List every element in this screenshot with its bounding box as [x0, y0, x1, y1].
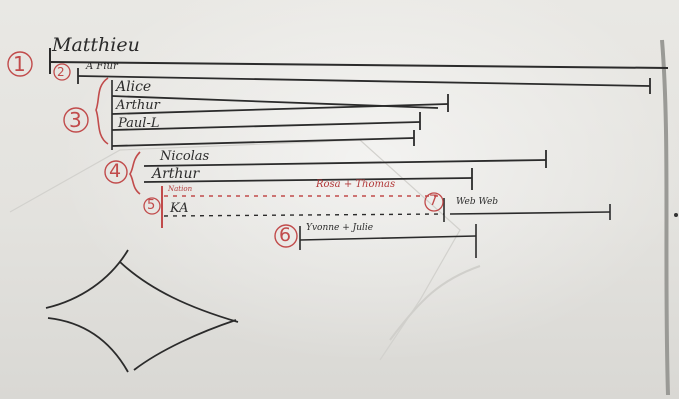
board-frame-edge — [660, 39, 670, 396]
circle-number-6 — [274, 224, 298, 248]
sketch-curve-top-left — [45, 249, 129, 309]
circle-number-5 — [143, 197, 161, 215]
label-arthur-group-3: Arthur — [116, 98, 160, 113]
bracket-group-3 — [95, 77, 109, 145]
frame-dot — [674, 213, 678, 217]
ghost-curve — [389, 265, 481, 341]
label-arthur-group-4: Arthur — [152, 166, 200, 182]
line-paul — [111, 121, 421, 131]
circle-number-3 — [63, 107, 89, 133]
line-web-web — [449, 211, 611, 215]
number-7: 7 — [429, 193, 438, 209]
label-yvonne-julie: Yvonne + Julie — [306, 223, 374, 233]
number-2: 2 — [57, 65, 65, 79]
circle-number-1 — [7, 51, 33, 77]
label-level-2: A Fiur — [86, 61, 118, 72]
bracket-group-4 — [129, 151, 141, 195]
line-arthur-group-3 — [111, 103, 449, 115]
ghost-lines — [9, 139, 461, 361]
number-3: 3 — [69, 108, 82, 132]
label-nation: Nation — [168, 185, 193, 193]
label-alice: Alice — [116, 79, 152, 95]
circle-number-2 — [53, 63, 71, 81]
number-5: 5 — [147, 198, 156, 213]
label-web-web: Web Web — [456, 197, 499, 207]
line-yvonne-julie — [299, 235, 477, 241]
line-ka-dashed — [163, 213, 445, 217]
sketch-curve-top-right — [119, 261, 239, 323]
circle-number-7 — [424, 192, 444, 212]
sketch-curve-bottom-right — [133, 319, 237, 371]
line-level-1 — [49, 61, 669, 69]
number-6: 6 — [279, 224, 292, 246]
label-paul: Paul-L — [118, 116, 160, 131]
sketch-curve-bottom-left — [47, 317, 129, 373]
label-rosa-thomas: Rosa + Thomas — [316, 179, 396, 190]
line-arthur-group-4 — [143, 177, 473, 183]
label-ka: KA — [170, 201, 189, 216]
line-nicolas — [143, 159, 547, 167]
line-group-3-base — [111, 137, 415, 147]
label-nicolas: Nicolas — [160, 149, 210, 164]
number-4: 4 — [109, 160, 122, 182]
line-level-2 — [77, 75, 651, 87]
circle-number-4 — [104, 160, 128, 184]
label-top-name: Matthieu — [52, 34, 140, 56]
number-1: 1 — [13, 52, 26, 76]
